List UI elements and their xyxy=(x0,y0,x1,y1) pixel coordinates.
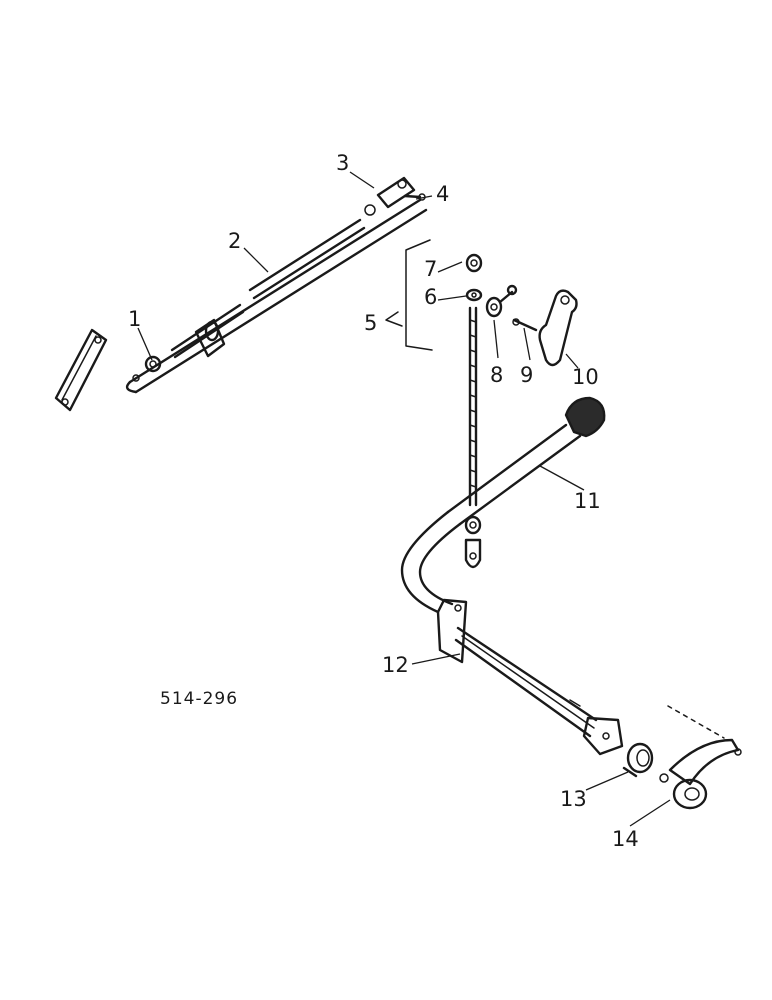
callout-11: 11 xyxy=(574,489,601,513)
group-bracket xyxy=(385,239,433,351)
callout-8: 8 xyxy=(490,363,503,387)
callouts: 1 2 3 4 5 6 7 8 9 10 11 12 13 14 xyxy=(128,151,639,851)
clip-and-pin-part xyxy=(364,176,426,216)
callout-3: 3 xyxy=(336,151,349,175)
link-plate-part xyxy=(54,328,108,412)
callout-5: 5 xyxy=(364,311,377,335)
callout-6: 6 xyxy=(424,285,437,309)
callout-7: 7 xyxy=(424,257,437,281)
callout-10: 10 xyxy=(572,365,599,389)
rod-assembly-part xyxy=(125,198,428,394)
callout-4: 4 xyxy=(436,182,449,206)
pedal-shaft-part xyxy=(400,396,606,614)
pedal-arm-part xyxy=(485,284,578,367)
figure-code: 514-296 xyxy=(160,689,238,709)
arc-bracket-part xyxy=(659,705,742,810)
cross-shaft-part xyxy=(436,598,624,756)
callout-13: 13 xyxy=(560,787,587,811)
callout-1: 1 xyxy=(128,307,141,331)
bushing-part xyxy=(622,742,654,778)
callout-14: 14 xyxy=(612,827,639,851)
callout-2: 2 xyxy=(228,229,241,253)
callout-12: 12 xyxy=(382,653,409,677)
leader-lines xyxy=(137,171,671,827)
threaded-rod-part xyxy=(464,253,483,569)
callout-9: 9 xyxy=(520,363,533,387)
